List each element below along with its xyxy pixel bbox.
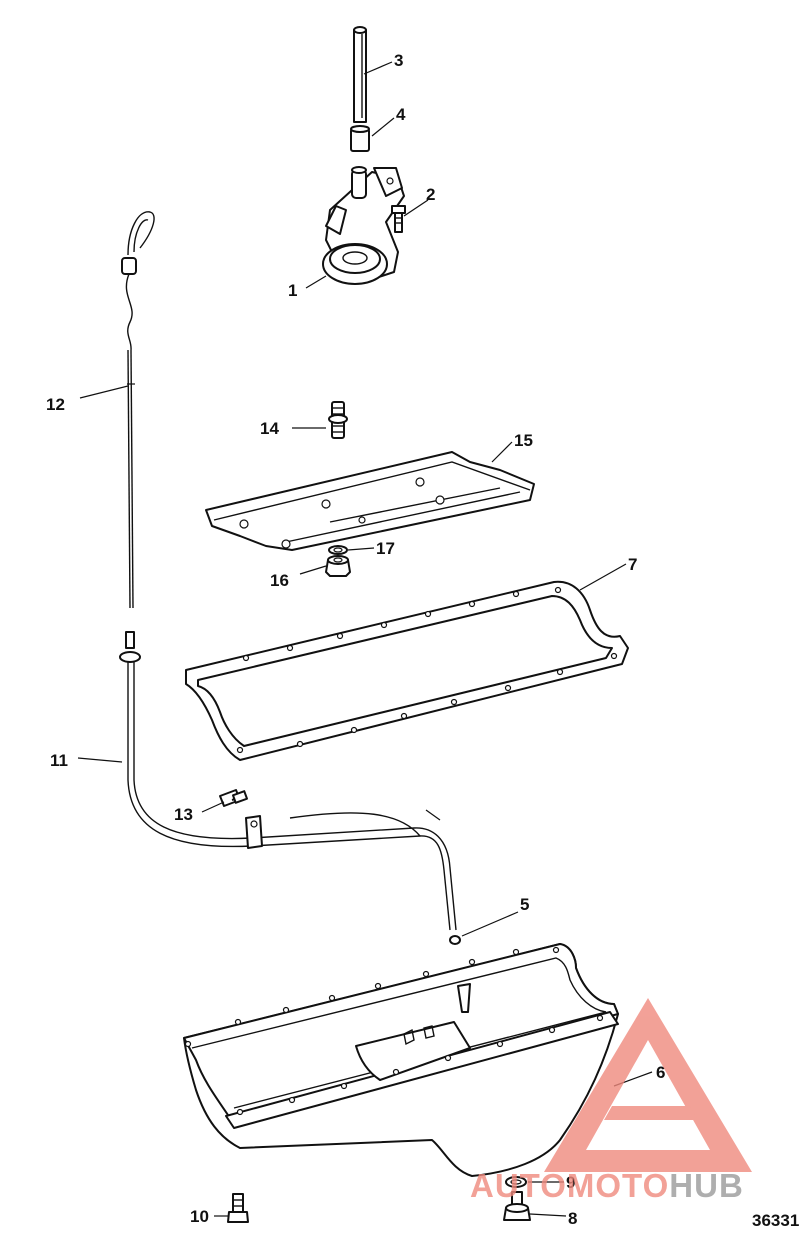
callout-2: 2 (426, 185, 435, 204)
callout-5: 5 (520, 895, 529, 914)
callout-9: 9 (566, 1173, 575, 1192)
part-6-oil-pan (183, 943, 619, 1177)
part-7-pan-gasket (185, 580, 629, 761)
watermark-triangle-icon (544, 998, 752, 1172)
part-9-drain-gasket (505, 1176, 527, 1188)
callout-12: 12 (46, 395, 65, 414)
callout-15: 15 (514, 431, 533, 450)
callout-1: 1 (288, 281, 297, 300)
callout-11: 11 (50, 751, 68, 770)
part-3-pump-shaft (353, 26, 367, 123)
part-15-baffle (205, 451, 535, 551)
part-5-o-ring (449, 935, 461, 945)
part-11-dipstick-tube (119, 631, 457, 931)
part-10-bolt (227, 1193, 249, 1223)
callout-13: 13 (174, 805, 193, 824)
callout-numbers: 3 4 2 1 12 14 15 17 16 7 11 13 5 6 9 8 1… (46, 51, 665, 1228)
callout-7: 7 (628, 555, 637, 574)
callout-3: 3 (394, 51, 403, 70)
gasket-bolt-holes (236, 586, 618, 754)
callout-6: 6 (656, 1063, 665, 1082)
watermark-logo: AUTOMOTOHUB (470, 998, 752, 1204)
part-13-tube-bolt (219, 789, 249, 807)
part-4-sleeve (350, 125, 370, 152)
watermark-text-part1: AUTOMOTO (470, 1167, 669, 1204)
part-14-stud (328, 401, 348, 439)
part-17-washer (328, 545, 348, 555)
watermark-text-part2: HUB (669, 1167, 744, 1204)
pan-bolt-holes (184, 946, 604, 1116)
svg-text:AUTOMOTOHUB: AUTOMOTOHUB (470, 1167, 744, 1204)
part-16-nut (325, 555, 351, 577)
callout-4: 4 (396, 105, 406, 124)
part-1-oil-pump (322, 166, 405, 285)
part-8-drain-plug (503, 1191, 531, 1221)
callout-8: 8 (568, 1209, 577, 1228)
part-12-dipstick (121, 211, 155, 609)
part-2-pump-bolt (391, 205, 406, 233)
callout-14: 14 (260, 419, 279, 438)
callout-10: 10 (190, 1207, 209, 1226)
callout-17: 17 (376, 539, 395, 558)
callout-16: 16 (270, 571, 289, 590)
figure-number: 36331 (752, 1211, 799, 1230)
